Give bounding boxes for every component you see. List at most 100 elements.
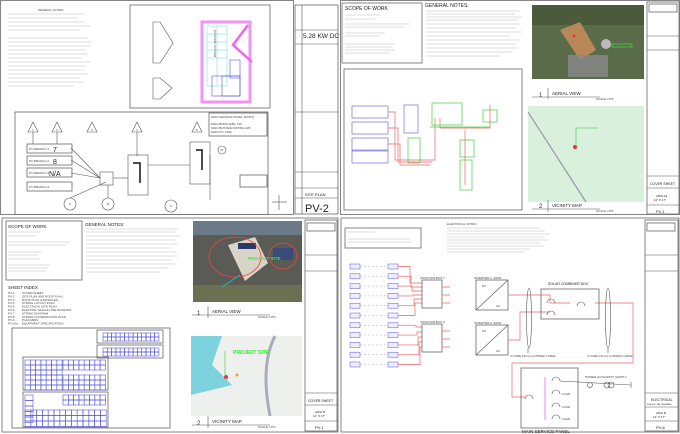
meter-label: M — [221, 148, 224, 152]
pv-module — [94, 359, 101, 366]
pv-module — [89, 394, 96, 401]
pv-module — [62, 374, 69, 381]
pv-module — [89, 374, 96, 381]
pv-string — [349, 336, 422, 348]
pv-module — [68, 394, 74, 401]
sheet-index-name: STRING LAYOUT PLAN — [22, 301, 55, 305]
sheet-name: COVER SHEET — [650, 182, 676, 186]
pv-module — [83, 379, 90, 386]
pv-module — [68, 359, 74, 366]
pv-module — [115, 351, 121, 357]
pv-module — [141, 347, 147, 353]
pv-module — [62, 394, 69, 401]
sheet-pv2-site-plan: GENERAL NOTES EXISTING SYSTEM — [0, 0, 339, 215]
pv-module — [102, 347, 108, 353]
pv-module — [68, 399, 74, 406]
svg-text:MAIN BUS BAR RATING:225: MAIN BUS BAR RATING:225 — [211, 126, 251, 130]
pv-module — [35, 364, 42, 371]
sheet-index-number: PV-4 — [8, 301, 15, 305]
pv-module — [30, 409, 37, 416]
sheet-number: PV-1 — [315, 425, 324, 430]
pv-module — [73, 399, 80, 406]
pv-module — [73, 359, 80, 366]
pv-module — [89, 364, 96, 371]
cable-label-1: 4 CORE 16mm² COPPER CABLE — [510, 354, 556, 358]
pv-module — [107, 332, 112, 338]
pv-module — [150, 347, 155, 353]
sheet-index-number: PV-9 — [8, 318, 15, 322]
vicinity-map: PROJECT SITE — [191, 335, 302, 417]
pv-module — [94, 394, 101, 401]
aerial-photo: PROJECT SITE — [193, 221, 302, 302]
pv-module — [132, 336, 138, 342]
pv-module — [36, 409, 43, 416]
pv-module — [94, 374, 101, 381]
pv-module — [47, 409, 55, 416]
pv-module — [88, 420, 95, 427]
pv-module — [107, 347, 112, 353]
pv-module — [62, 384, 69, 391]
vicinity-map-title: VICINITY MAP — [212, 419, 242, 424]
sheet-pv1-residential: SCOPE OF WORK GENERAL NOTES: 1 AERIAL VI… — [340, 0, 680, 215]
pv-module — [141, 351, 147, 357]
pv-module — [94, 415, 101, 422]
aerial-view-number: 1 — [197, 311, 201, 317]
sheet-dimensions: 11" X 17" — [653, 415, 665, 419]
pv-module — [89, 379, 96, 386]
pv-module — [45, 359, 52, 366]
map-project-site-label: PROJECT SITE — [233, 350, 270, 356]
pv-module — [100, 409, 107, 416]
pv-module — [29, 369, 36, 376]
pv-module — [56, 384, 63, 391]
pv-module — [65, 415, 72, 422]
pv-module — [154, 336, 160, 342]
pv-module — [24, 400, 34, 407]
sheet-index-number: PV-10a — [8, 322, 18, 326]
pv-string — [349, 298, 422, 309]
pv-module — [82, 420, 90, 427]
pv-module — [89, 359, 96, 366]
pv-module — [83, 384, 90, 391]
cable-label-2: 4 CORE 16mm² COPPER CABLE — [587, 354, 633, 358]
meter-icon — [217, 145, 227, 155]
pv-module — [24, 364, 31, 371]
title-block: COVER SHEET ANSI A4 11" X 17" PV-1 — [646, 1, 680, 215]
pv-module — [45, 364, 52, 371]
sheet-index-number: PV-8 — [8, 315, 15, 319]
pv-module — [124, 332, 130, 338]
pv-module — [42, 409, 49, 416]
pv-module — [76, 420, 84, 427]
sheet-index-name: ELECTRICAL SITE PLAN — [22, 305, 57, 309]
sheet-size: ANSI A4 — [656, 194, 668, 198]
main-service-panel-label: MAIN SERVICE PANEL — [522, 429, 570, 434]
circle-a: A — [69, 202, 71, 206]
pv-module — [128, 347, 134, 353]
pv-module — [62, 359, 69, 366]
pv-module — [132, 351, 138, 357]
pv-module — [88, 409, 95, 416]
pv-module — [119, 347, 125, 353]
pv-module — [68, 384, 74, 391]
pv-module — [99, 359, 106, 366]
pv-module — [24, 394, 34, 401]
pv-module — [89, 399, 96, 406]
tag-4: 4 — [136, 128, 138, 132]
pv-module — [24, 409, 32, 416]
sheet-name: COVER SHEET — [308, 399, 334, 403]
sheet-pv1-commercial: SCOPE OF WORK GENERAL NOTES: SHEET INDEX… — [1, 217, 339, 433]
aerial-view-title: AERIAL VIEW — [212, 309, 241, 314]
svg-text:7: 7 — [53, 147, 57, 154]
sheet-index-name: ELECTRIC SINGLE LINE DIAGRAM — [22, 308, 72, 312]
tag-3: 3 — [91, 128, 93, 132]
pv-module — [24, 405, 34, 412]
pv-module — [56, 379, 63, 386]
vicinity-scale: SCALE: NTS — [596, 209, 614, 213]
tag-1: 1 — [32, 128, 34, 132]
pv-module — [65, 409, 72, 416]
